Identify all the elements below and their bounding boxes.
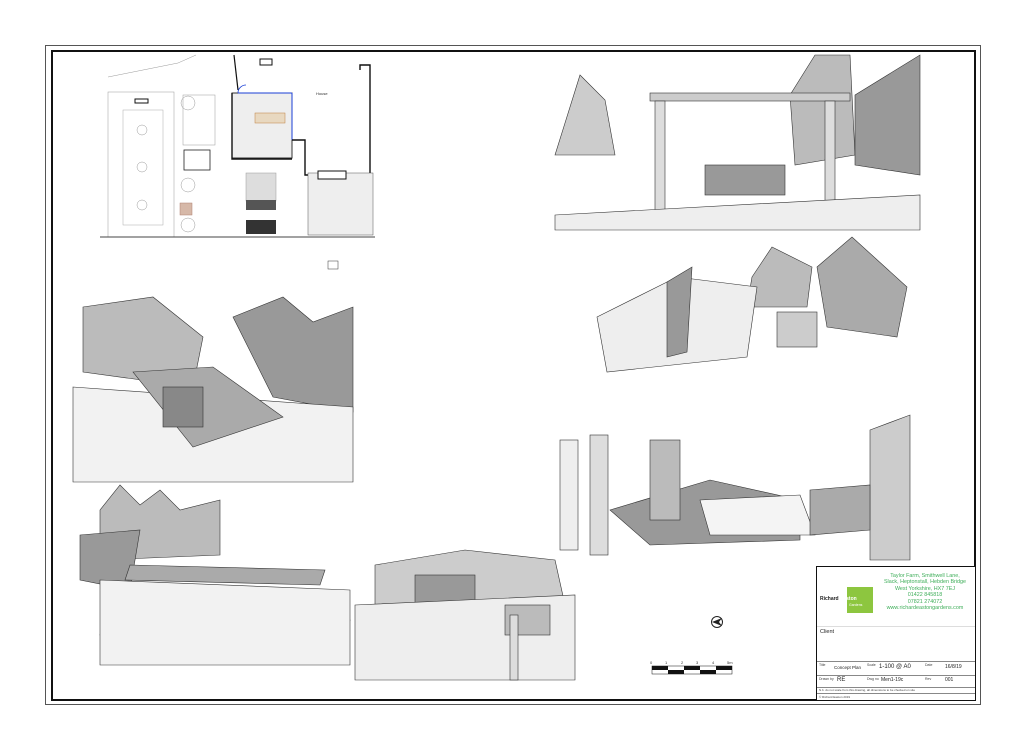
copyright: © Richard Easton 2019 — [819, 695, 851, 699]
sketch-shadow-view — [72, 296, 354, 483]
company-name: Richard Easton — [820, 596, 857, 602]
scale-note: N.b. do not scale from this drawing, all… — [819, 688, 916, 692]
sheet-outer-border — [45, 45, 981, 705]
sketch-aerial-view-east — [596, 236, 908, 373]
title-block: Richard Easton Gardens Taylor Farm, Smit… — [816, 566, 975, 700]
sketch-pergola-view — [554, 54, 921, 231]
company-address: Taylor Farm, Smithwell Lane, Slack, Hept… — [875, 573, 975, 611]
address-line: Taylor Farm, Smithwell Lane, — [890, 573, 960, 579]
scale-tick: 3 — [696, 660, 699, 665]
dwg-no-value: Men1-19c — [881, 677, 904, 683]
sketch-garden-overview — [354, 549, 576, 681]
scale-tick: 5m — [727, 660, 733, 665]
north-arrow-icon — [711, 616, 723, 628]
company-sub: Gardens — [849, 603, 863, 607]
scale-tick: 0 — [650, 660, 653, 665]
client-label: Client — [820, 629, 835, 635]
rev-value: 001 — [945, 677, 954, 683]
scale-tick: 2 — [681, 660, 684, 665]
scale-tick: 1 — [665, 660, 668, 665]
date-label: Date — [925, 663, 933, 667]
address-line: Slack, Heptonstall, Hebden Bridge — [883, 579, 967, 586]
sketch-elevated-view — [79, 484, 351, 666]
company-name-first: Richard — [820, 596, 839, 602]
site-plan: House — [100, 54, 375, 270]
scale-tick: 4 — [712, 660, 715, 665]
dwg-no-label: Dwg no — [867, 677, 879, 681]
scale-bar: 0 1 2 3 4 5m — [650, 660, 735, 675]
website-line: www.richardeastongardens.com — [886, 605, 964, 612]
phone-line: 01422 845818 — [907, 592, 943, 599]
company-name-second: Easton — [840, 596, 857, 602]
mobile-line: 07821 274072 — [907, 598, 943, 605]
drawn-by-label: Drawn by — [819, 677, 834, 681]
scale-value: 1-100 @ A0 — [879, 664, 911, 670]
title-value: Concept Plan — [834, 665, 862, 670]
address-line: West Yorkshire, HX7 7EJ — [894, 585, 956, 592]
rev-label: Rev — [925, 677, 932, 681]
date-value: 16/8/19 — [945, 664, 962, 670]
house-label: House — [316, 91, 328, 96]
sketch-steps-view — [559, 414, 911, 561]
company-logo — [847, 587, 873, 613]
drawn-by-value: RE — [837, 677, 846, 683]
scale-label: Scale — [867, 663, 876, 667]
title-label: Title — [819, 663, 826, 667]
sheet-inner-border — [51, 50, 976, 701]
